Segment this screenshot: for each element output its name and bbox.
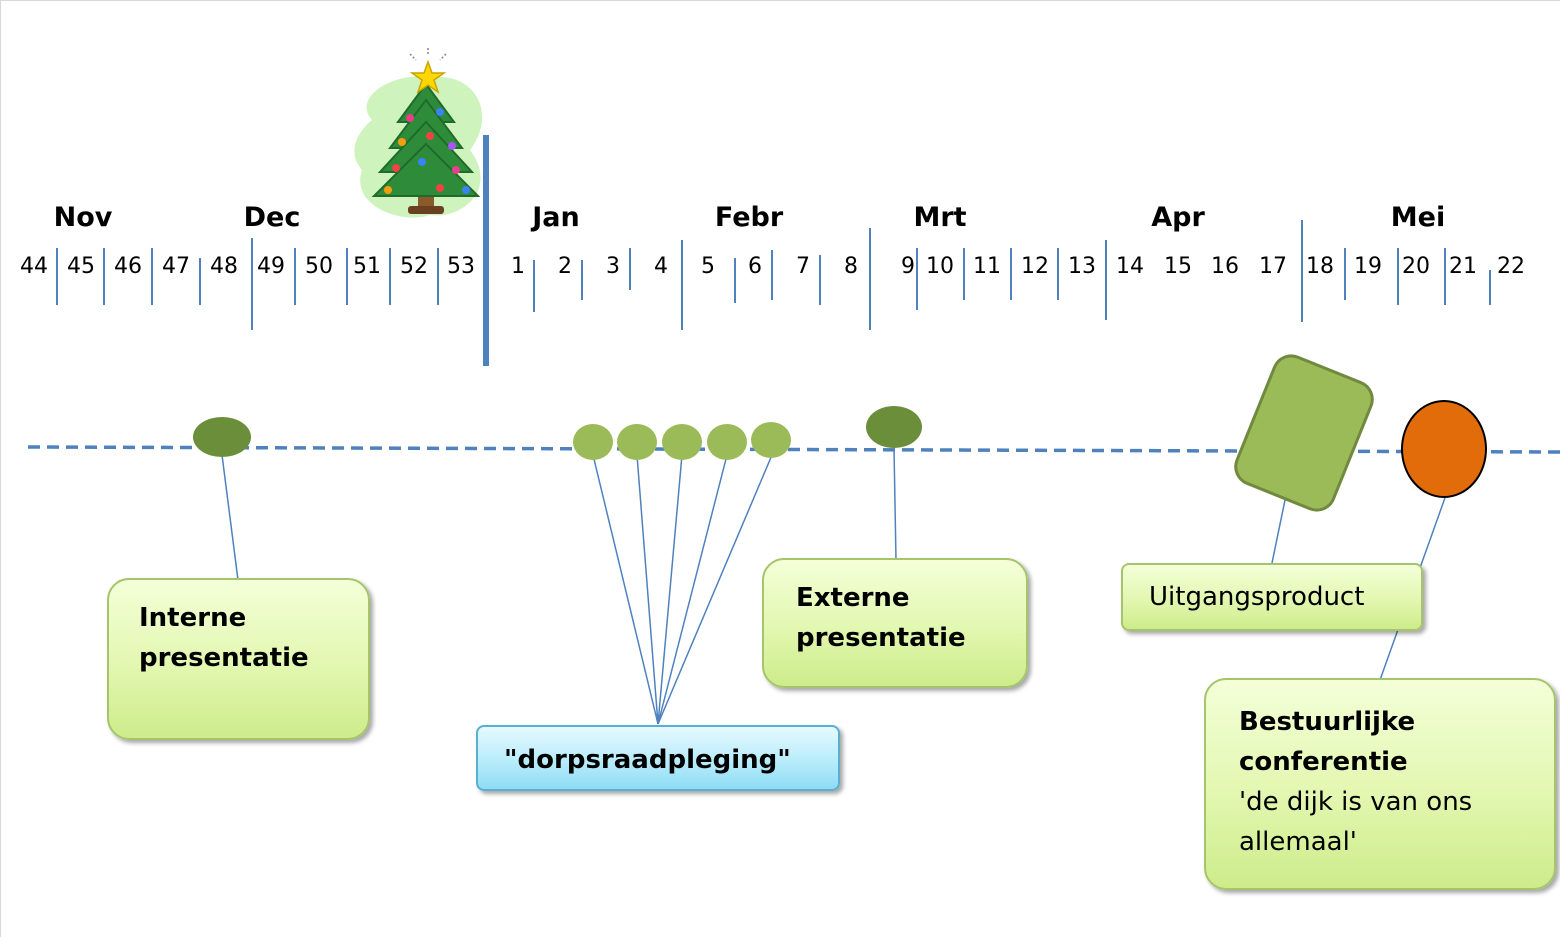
externe-presentatie-callout: Externe presentatie [762,558,1028,688]
month-label: Febr [715,202,784,233]
bestuurlijke-conferentie-title: Bestuurlijke conferentie [1239,707,1416,777]
week-label: 2 [558,254,572,279]
week-label: 14 [1116,254,1144,279]
uitgangsproduct-callout: Uitgangsproduct [1121,563,1423,631]
month-label: Jan [530,202,580,233]
week-label: 12 [1021,254,1049,279]
uitgangsproduct-marker [1234,354,1374,512]
interne-presentatie-title: Interne presentatie [139,603,309,673]
week-label: 11 [973,254,1001,279]
dorps-markers [573,422,791,460]
month-labels: Nov Dec Jan Febr Mrt Apr Mei [54,202,1446,233]
dorpsraadpleging-callout: "dorpsraadpleging" [476,725,840,791]
week-ticks [56,220,1491,330]
week-label: 52 [400,254,428,279]
week-label: 6 [748,254,762,279]
month-label: Dec [244,202,301,233]
week-label: 53 [447,254,475,279]
week-label: 13 [1068,254,1096,279]
week-label: 21 [1449,254,1477,279]
interne-presentatie-callout: Interne presentatie [107,578,370,740]
externe-presentatie-title: Externe presentatie [796,583,966,653]
week-label: 16 [1211,254,1239,279]
week-label: 9 [901,254,915,279]
month-label: Mrt [913,202,966,233]
week-label: 17 [1259,254,1287,279]
uitgangsproduct-label: Uitgangsproduct [1149,582,1365,612]
interne-marker [193,417,251,457]
week-label: 44 [20,254,48,279]
week-label: 4 [654,254,668,279]
externe-marker [866,406,922,448]
week-label: 1 [511,254,525,279]
month-label: Nov [54,202,113,233]
week-label: 51 [353,254,381,279]
week-label: 46 [114,254,142,279]
bestuurlijke-conferentie-callout: Bestuurlijke conferentie 'de dijk is van… [1204,678,1556,890]
week-label: 45 [67,254,95,279]
dorpsraadpleging-label: "dorpsraadpleging" [504,745,791,775]
week-label: 20 [1402,254,1430,279]
conferentie-marker [1401,400,1487,498]
bestuurlijke-conferentie-subtitle: 'de dijk is van ons allemaal' [1239,787,1473,857]
week-label: 15 [1164,254,1192,279]
month-label: Mei [1391,202,1445,233]
week-label: 8 [844,254,858,279]
christmas-tree-icon [354,48,483,218]
week-label: 22 [1497,254,1525,279]
week-label: 50 [305,254,333,279]
week-label: 3 [606,254,620,279]
week-label: 49 [257,254,285,279]
week-label: 7 [796,254,810,279]
week-label: 48 [210,254,238,279]
week-label: 5 [701,254,715,279]
week-label: 10 [926,254,954,279]
week-label: 18 [1306,254,1334,279]
week-label: 47 [162,254,190,279]
week-label: 19 [1354,254,1382,279]
month-label: Apr [1151,202,1205,233]
